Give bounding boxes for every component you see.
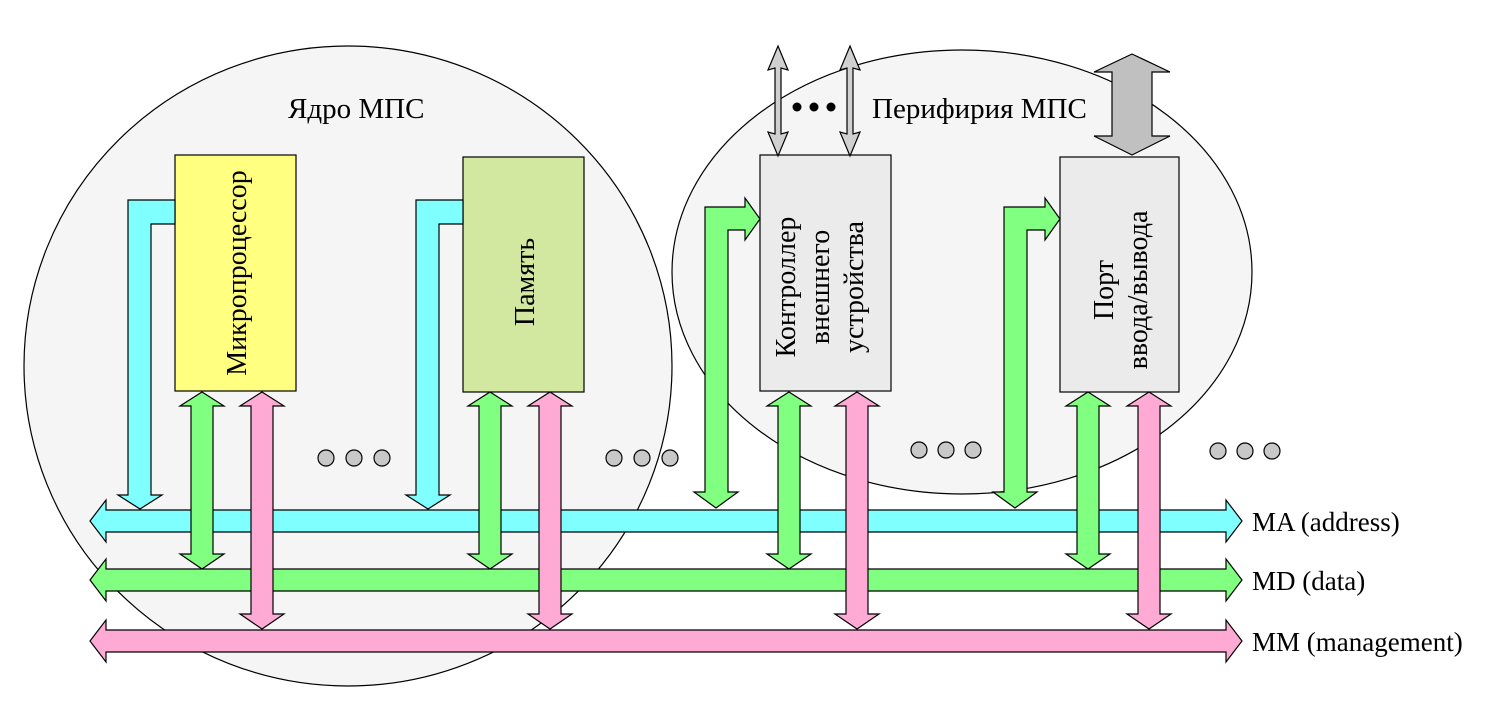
- microprocessor-block: [174, 154, 297, 392]
- ellipsis-icon: [1209, 442, 1281, 460]
- ellipsis-icon: [317, 449, 391, 467]
- io-port-data-arrow: [1063, 391, 1113, 570]
- microprocessor-data-arrow: [177, 391, 227, 570]
- io-port-label-line1: Порт: [1089, 260, 1120, 320]
- periphery-region-label: Перифирия МПС: [872, 93, 1087, 125]
- memory-management-arrow: [525, 391, 575, 630]
- memory-address-arrow: [403, 199, 464, 510]
- io-port-label-line2: ввода/вывода: [1123, 210, 1154, 369]
- microprocessor-address-arrow: [115, 199, 176, 510]
- management-bus-arrow: [89, 618, 1243, 664]
- device-controller-label-line3: устройства: [839, 220, 870, 353]
- address-bus-arrow: [89, 498, 1243, 544]
- ellipsis-icon: [605, 449, 679, 467]
- microprocessor-management-arrow: [237, 391, 287, 630]
- device-controller-label-line2: внешнего: [805, 230, 836, 344]
- memory-block: [462, 156, 585, 393]
- ellipsis-icon: [910, 441, 982, 459]
- controller-data-arrow: [764, 391, 814, 570]
- io-port-external-arrow: [1093, 53, 1171, 156]
- microprocessor-label: Микропроцессор: [222, 170, 253, 375]
- ellipsis-icon: [792, 102, 836, 112]
- controller-external-arrow-left: [766, 44, 790, 158]
- io-port-management-arrow: [1124, 391, 1174, 630]
- data-bus-label: MD (data): [1252, 566, 1365, 596]
- memory-label: Память: [510, 238, 541, 326]
- io-port-address-arrow: [991, 196, 1061, 509]
- management-bus-label: MM (management): [1252, 627, 1463, 657]
- controller-external-arrow-right: [838, 44, 862, 158]
- address-bus-label: MA (address): [1252, 507, 1400, 537]
- device-controller-block: [759, 154, 892, 392]
- device-controller-label-line1: Контроллер: [771, 217, 802, 358]
- memory-data-arrow: [465, 391, 515, 570]
- controller-address-arrow: [692, 196, 761, 509]
- core-region-label: Ядро МПС: [288, 93, 424, 125]
- controller-management-arrow: [832, 391, 882, 630]
- data-bus-arrow: [89, 557, 1243, 603]
- io-port-block: [1059, 156, 1180, 393]
